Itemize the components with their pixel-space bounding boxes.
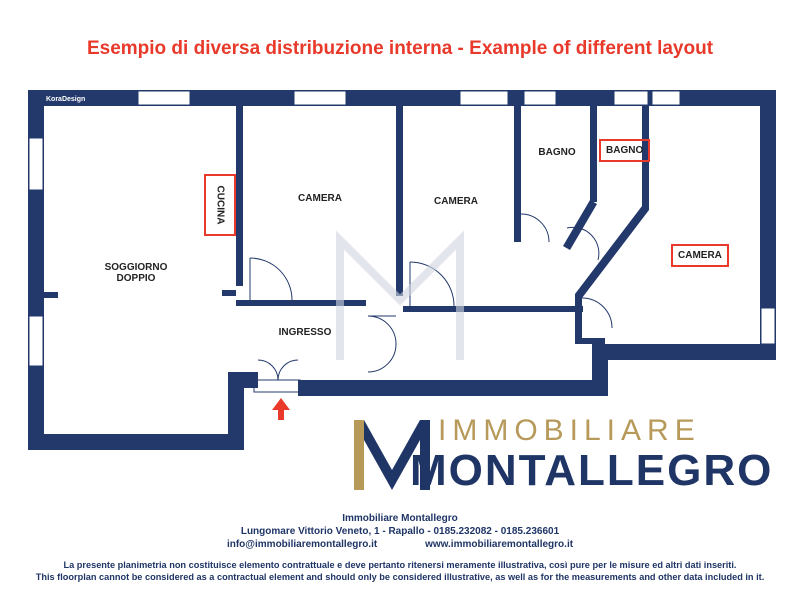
brand-name-top: IMMOBILIARE — [438, 414, 701, 447]
brand-logo-icon — [354, 420, 430, 490]
designer-label: KoraDesign — [46, 96, 86, 103]
agency-contacts: info@immobiliaremontallegro.it www.immob… — [0, 539, 800, 550]
room-bagno-2-label: BAGNO — [599, 139, 651, 162]
room-camera-1-label: CAMERA — [298, 193, 342, 204]
agency-name: Immobiliare Montallegro — [342, 513, 458, 524]
room-camera-3-label: CAMERA — [671, 244, 729, 267]
disclaimer-english: This floorplan cannot be considered as a… — [35, 572, 765, 582]
doors — [249, 213, 613, 393]
page-title: Esempio di diversa distribuzione interna… — [86, 38, 714, 59]
room-cucina-box: CUCINA — [204, 174, 236, 236]
windows — [28, 90, 776, 367]
room-ingresso-label: INGRESSO — [278, 327, 332, 338]
agency-address: Lungomare Vittorio Veneto, 1 - Rapallo -… — [240, 526, 560, 537]
entrance-arrow-icon — [272, 398, 290, 420]
watermark-logo-icon — [336, 230, 464, 360]
room-bagno-1-label: BAGNO — [538, 147, 576, 158]
room-cucina-label: CUCINA — [214, 185, 226, 225]
room-camera-2-label: CAMERA — [434, 196, 478, 207]
interior-walls — [44, 106, 649, 344]
agency-website-link[interactable]: www.immobiliaremontallegro.it — [425, 539, 574, 550]
brand-name-bottom: MONTALLEGRO — [410, 446, 774, 495]
room-soggiorno-label: SOGGIORNO DOPPIO — [104, 262, 168, 284]
disclaimer-italian: La presente planimetria non costituisce … — [63, 560, 737, 570]
agency-email-link[interactable]: info@immobiliaremontallegro.it — [226, 539, 378, 550]
